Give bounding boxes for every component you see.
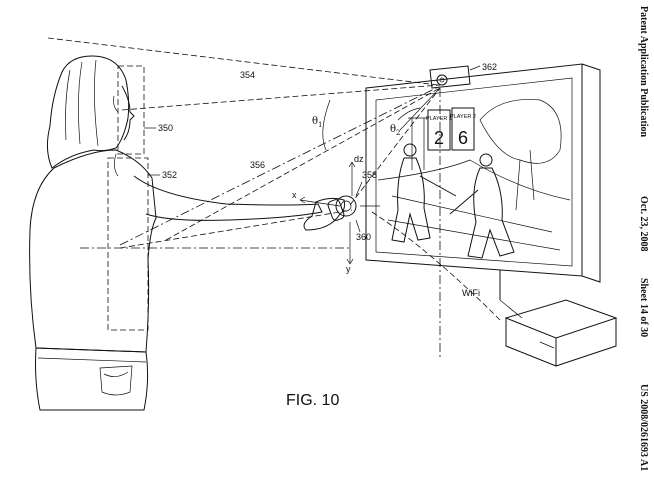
camera-icon xyxy=(429,65,481,89)
jeans xyxy=(35,347,149,411)
x-axis-arrow xyxy=(299,199,341,207)
hair-strand xyxy=(65,69,71,141)
shirt xyxy=(29,149,157,353)
ref-354: 354 xyxy=(240,70,255,80)
wifi-label: WiFi xyxy=(462,288,480,298)
camera-lens xyxy=(436,74,448,86)
horizon xyxy=(377,159,571,201)
body-line-356 xyxy=(165,87,441,241)
hair xyxy=(46,55,130,169)
tv-cable-bend xyxy=(499,299,523,319)
torso-box-352 xyxy=(107,157,149,331)
reference-numerals: 350 352 354 356 358 360 362 xyxy=(158,62,497,242)
player2-label: PLAYER 2 xyxy=(450,114,476,120)
wifi-link xyxy=(371,211,501,321)
ref-356: 356 xyxy=(250,160,265,170)
sight-lines xyxy=(47,37,441,360)
hair-strand xyxy=(94,59,99,147)
controller-handle xyxy=(327,199,345,221)
pocket-stitch xyxy=(103,371,129,377)
tv-bezel xyxy=(365,63,583,277)
head-line-354 xyxy=(121,84,441,111)
game-console-icon xyxy=(504,299,618,367)
y-arrow-head xyxy=(346,258,354,265)
samurai-left-head xyxy=(403,143,417,157)
controller-icon xyxy=(299,161,380,265)
symbols: θ1 θ2 dz x y WiFi xyxy=(292,116,480,298)
ear xyxy=(113,95,119,113)
controller-ball xyxy=(335,195,357,217)
console-front xyxy=(505,318,557,367)
samurai-right-body xyxy=(467,167,515,259)
television: PLAYER 1 2 PLAYER 2 6 xyxy=(365,63,601,319)
theta1-symbol: θ1 xyxy=(312,116,323,129)
samurai-left-sword xyxy=(419,175,457,197)
leader-360 xyxy=(355,219,361,233)
samurai-right-sword xyxy=(449,189,479,215)
theta2-arc xyxy=(397,107,421,121)
camera-body xyxy=(429,65,471,89)
player1-board xyxy=(427,109,451,151)
player1-scoreboard: PLAYER 1 2 xyxy=(426,109,452,151)
arm-line xyxy=(119,209,353,249)
ground-lines xyxy=(387,195,561,251)
face-profile xyxy=(121,85,135,141)
tv-side xyxy=(581,63,601,283)
tv-screen xyxy=(375,77,573,267)
sheet-number: Sheet 14 of 30 xyxy=(638,278,649,337)
samurai-right xyxy=(449,153,515,259)
ref-350: 350 xyxy=(158,123,173,133)
dz-arrow-head xyxy=(348,161,356,168)
player1-label: PLAYER 1 xyxy=(426,116,452,122)
console-top xyxy=(504,299,618,339)
ref-362: 362 xyxy=(482,62,497,72)
publication-number: US 2008/0261693 A1 xyxy=(638,384,649,471)
publication-title: Patent Application Publication xyxy=(638,6,649,138)
hair-strand xyxy=(78,61,83,145)
y-label: y xyxy=(346,264,351,274)
player2-score: 6 xyxy=(458,128,468,148)
samurai-right-head xyxy=(479,153,493,167)
axis-line xyxy=(119,85,441,246)
publication-date: Oct. 23, 2008 xyxy=(638,196,649,252)
leader-358 xyxy=(355,181,363,197)
ref-360: 360 xyxy=(356,232,371,242)
head-box-350 xyxy=(117,65,145,155)
player1-score: 2 xyxy=(434,128,444,148)
theta2-symbol: θ2 xyxy=(390,124,401,137)
collar xyxy=(114,153,119,177)
theta2-line xyxy=(399,87,441,131)
user-figure xyxy=(29,55,345,411)
patent-header: Patent Application Publication Oct. 23, … xyxy=(638,6,649,471)
player2-board xyxy=(451,107,475,151)
samurai-left-body xyxy=(391,157,431,243)
samurai-left xyxy=(391,143,457,243)
leader-362 xyxy=(469,65,481,71)
dz-label: dz xyxy=(354,154,364,164)
tracking-boxes xyxy=(107,65,160,331)
tree-foliage xyxy=(479,99,562,164)
waistband xyxy=(37,357,147,363)
camera-lens-inner xyxy=(439,77,445,83)
x-arrow-head xyxy=(299,196,306,204)
ref-352: 352 xyxy=(162,170,177,180)
arm xyxy=(133,175,323,221)
ref-358: 358 xyxy=(362,170,377,180)
player2-scoreboard: PLAYER 2 6 xyxy=(450,107,476,151)
theta1-arc xyxy=(322,99,331,151)
figure-caption: FIG. 10 xyxy=(286,392,339,409)
tree-trunks xyxy=(515,149,535,211)
back-pocket xyxy=(99,365,133,396)
console-side xyxy=(555,318,617,367)
upper-field-line xyxy=(47,37,439,86)
console-slot xyxy=(539,341,555,349)
x-label: x xyxy=(292,190,297,200)
controller-line xyxy=(349,87,441,206)
